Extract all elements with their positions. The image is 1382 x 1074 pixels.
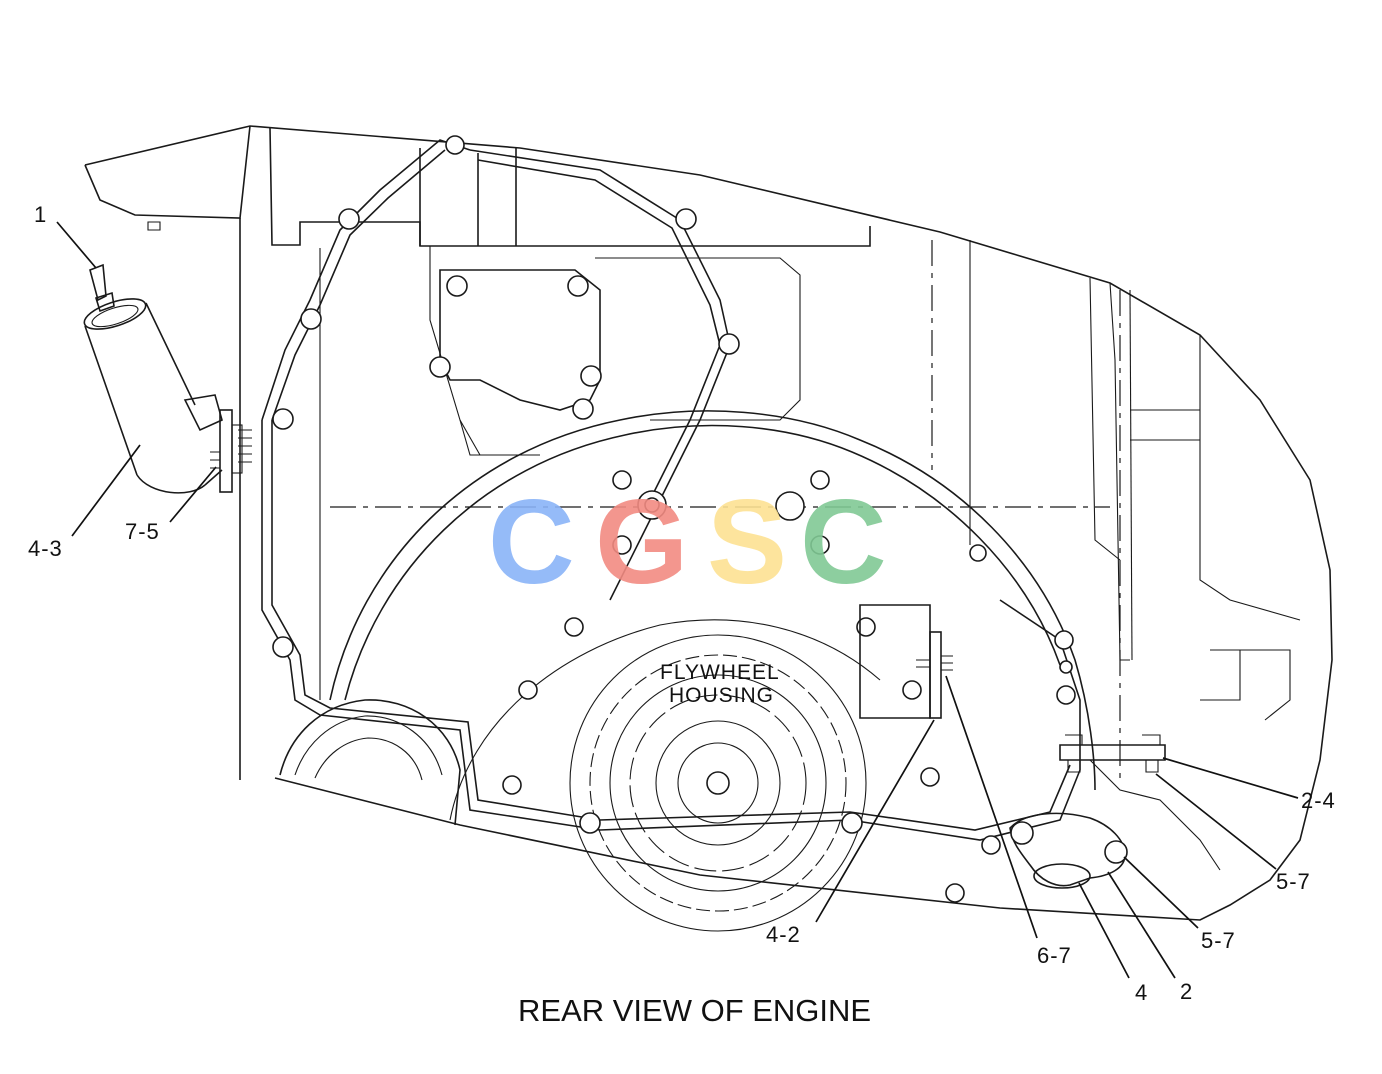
callout-2-4: 2-4 xyxy=(1301,788,1336,813)
breather-cap xyxy=(89,263,107,302)
watermark-letter-4: C xyxy=(800,475,887,609)
callout-5-7-lower: 5-7 xyxy=(1201,928,1236,953)
upper-cover-plate xyxy=(439,257,801,456)
callout-2: 2 xyxy=(1180,979,1193,1004)
callout-6-7: 6-7 xyxy=(1037,943,1072,968)
flywheel-label-line1: FLYWHEEL xyxy=(660,661,780,684)
watermark-letter-1: C xyxy=(488,475,575,609)
callout-7-5: 7-5 xyxy=(125,519,160,544)
flywheel-label-line2: HOUSING xyxy=(669,684,774,707)
mounting-bracket xyxy=(859,604,953,719)
lower-cover-plate xyxy=(1009,812,1128,889)
diagram-title: REAR VIEW OF ENGINE xyxy=(518,993,871,1028)
callout-1: 1 xyxy=(34,202,47,227)
flywheel-housing xyxy=(329,410,1096,932)
callout-4-3: 4-3 xyxy=(28,536,63,561)
rear-cover-gasket xyxy=(261,139,1081,841)
callout-4-2: 4-2 xyxy=(766,922,801,947)
bolt-holes xyxy=(272,135,1076,903)
engine-block-outline xyxy=(84,125,1333,921)
cgsc-watermark: C G S C xyxy=(488,475,887,609)
crank-center xyxy=(706,771,730,795)
callout-5-7-upper: 5-7 xyxy=(1276,869,1311,894)
breather-assembly xyxy=(83,263,252,494)
callout-labels: 1 4-3 7-5 4-2 6-7 4 2 5-7 5-7 2-4 xyxy=(28,202,1336,1005)
watermark-letter-3: S xyxy=(707,475,787,609)
flywheel-ring-outer xyxy=(569,634,867,932)
bracket-flange xyxy=(929,631,942,719)
leader-lines xyxy=(56,221,1299,979)
centerlines xyxy=(330,240,1121,780)
watermark-letter-2: G xyxy=(595,475,688,609)
lower-left-seal xyxy=(279,699,461,826)
callout-4: 4 xyxy=(1135,980,1148,1005)
breather-flange xyxy=(219,409,233,493)
right-bracket xyxy=(1059,734,1221,871)
